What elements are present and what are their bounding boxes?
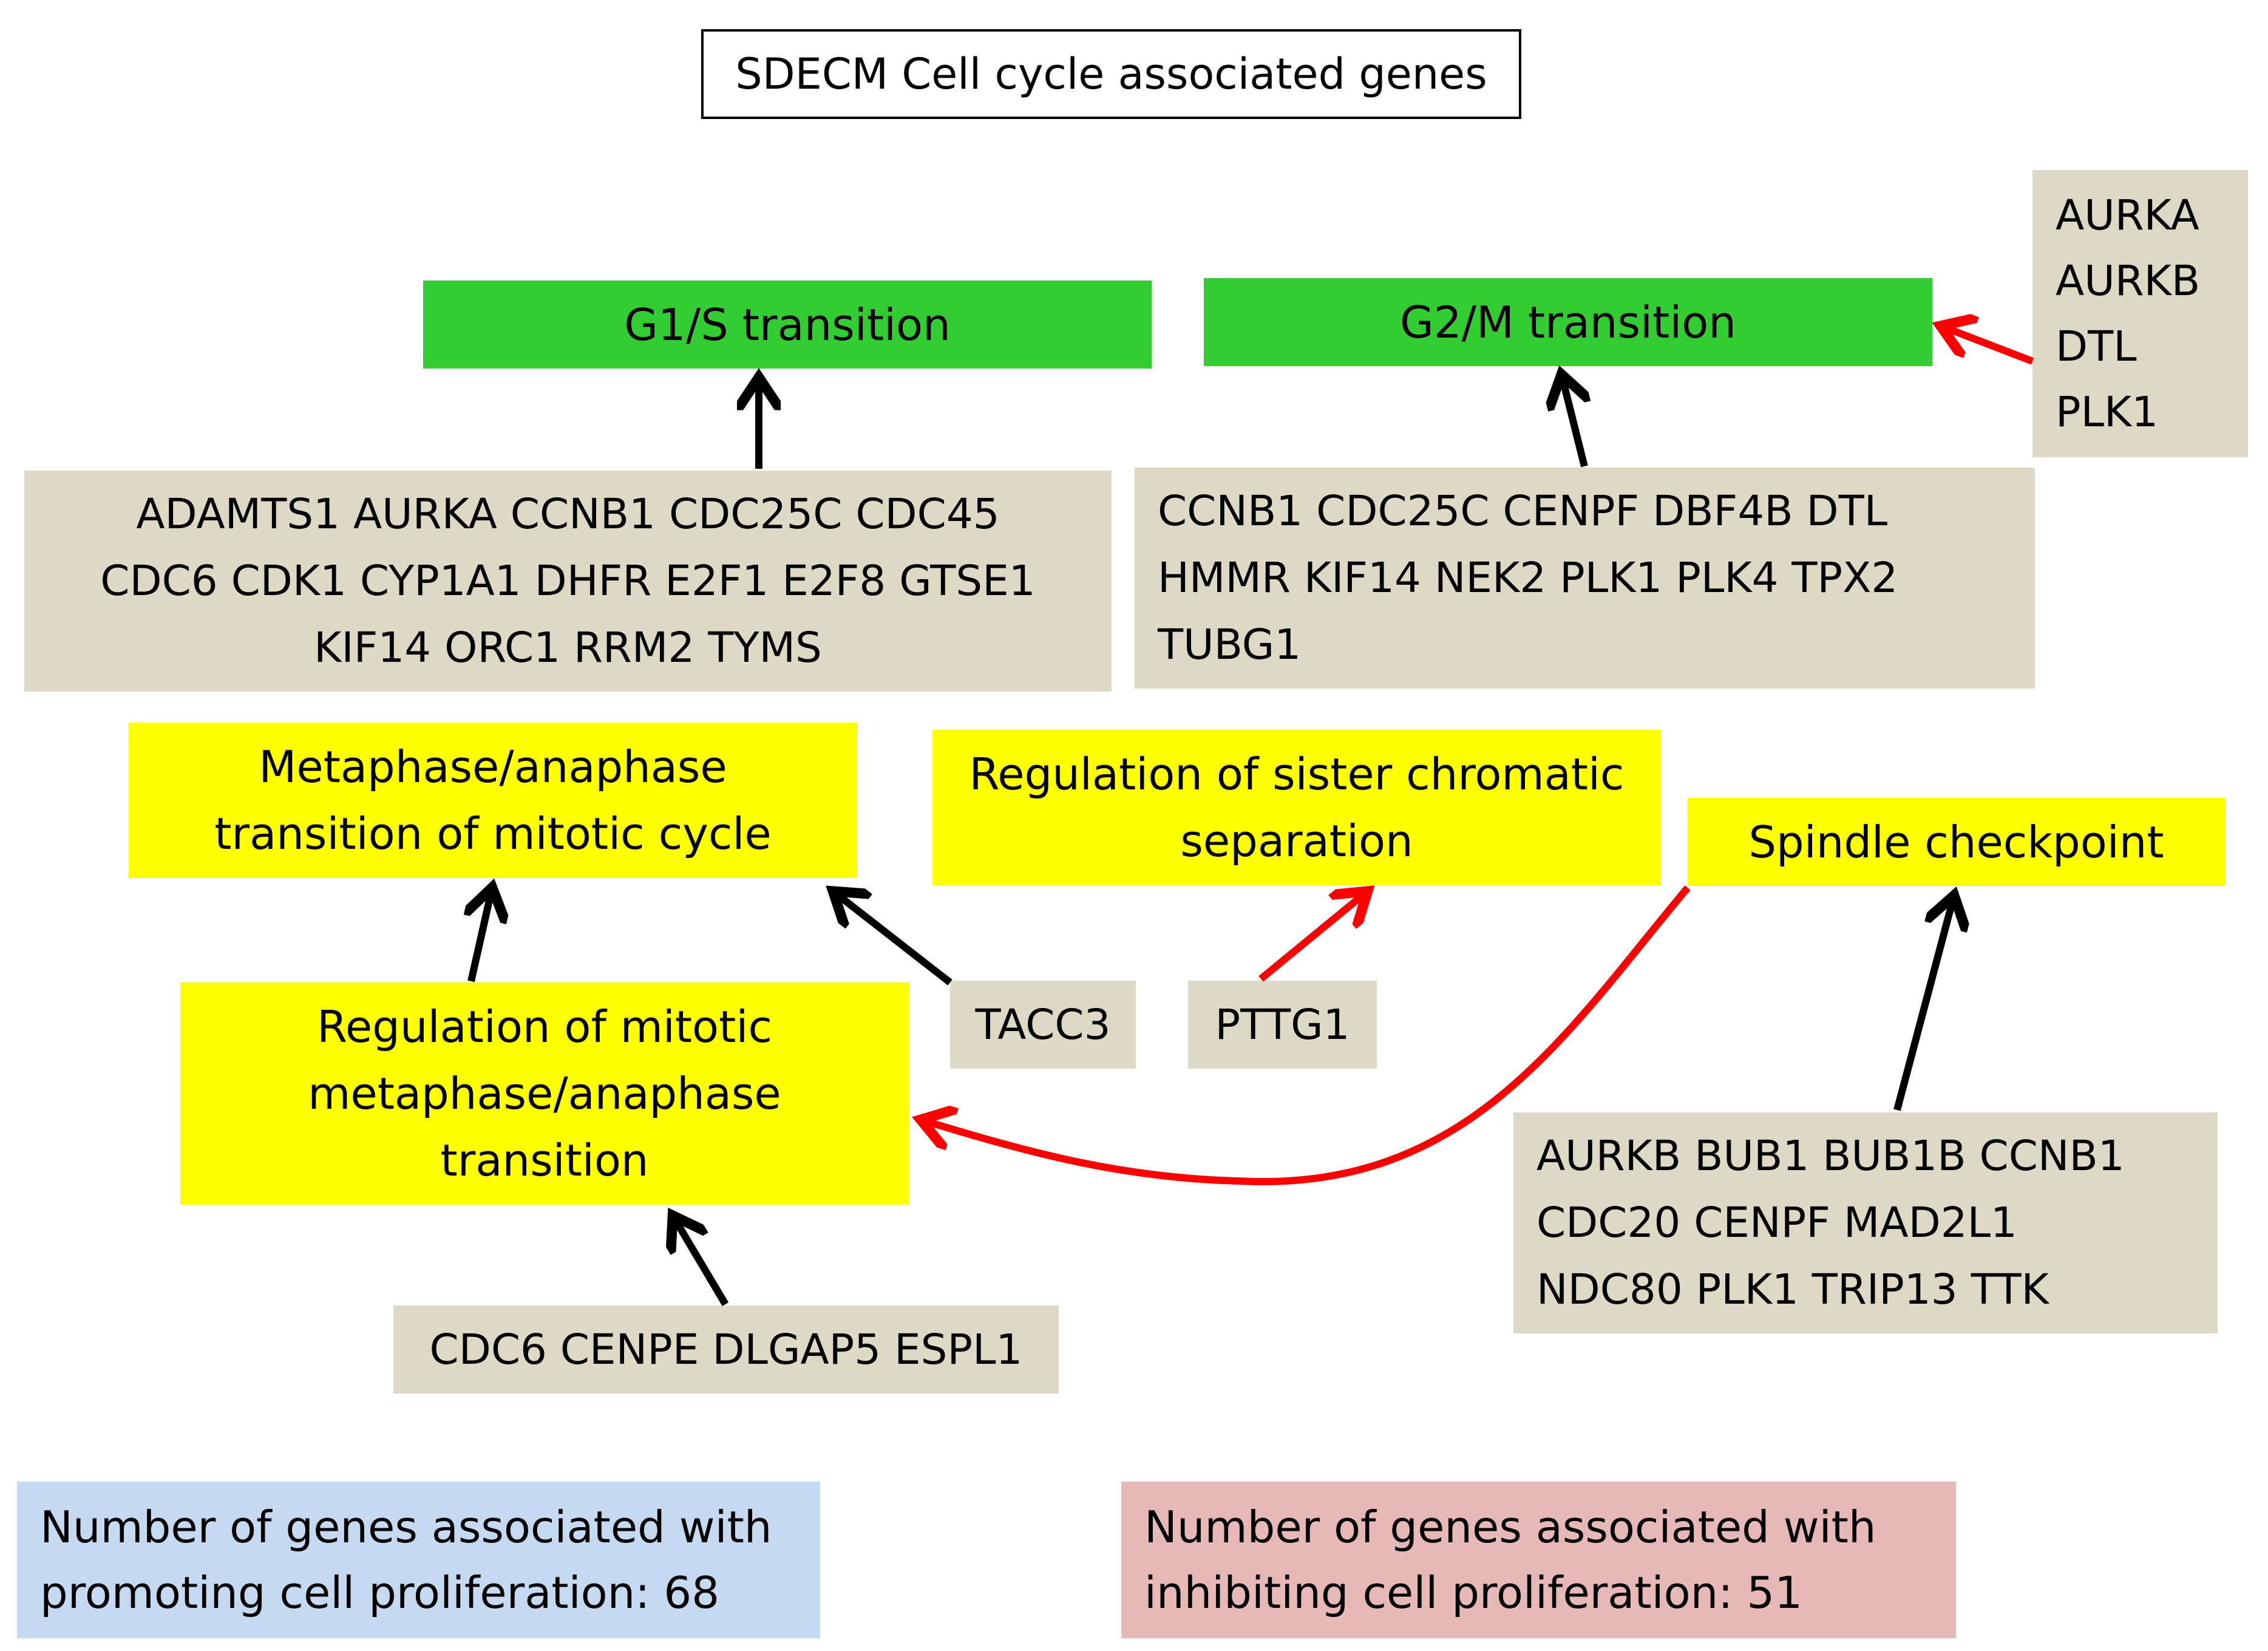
summary-promoting: Number of genes associated with promotin…	[17, 1482, 820, 1638]
process-g2m-transition: G2/M transition	[1204, 278, 1932, 366]
gene-label: DTL	[2056, 322, 2137, 371]
gene-line: CCNB1 CDC25C CENPF DBF4B DTL	[1158, 487, 1888, 536]
gene-box-g2m-inhibitors: AURKA AURKB DTL PLK1	[2032, 170, 2248, 457]
gene-label: PLK1	[2056, 387, 2159, 437]
gene-line: KIF14 ORC1 RRM2 TYMS	[314, 624, 822, 672]
gene-label: TACC3	[975, 1000, 1111, 1049]
gene-box-spindle: AURKB BUB1 BUB1B CCNB1 CDC20 CENPF MAD2L…	[1513, 1112, 2218, 1333]
gene-box-g1s: ADAMTS1 AURKA CCNB1 CDC25C CDC45 CDC6 CD…	[24, 471, 1112, 692]
process-line: transition	[440, 1135, 649, 1186]
arrow-regulation-to-metaphase	[471, 890, 492, 982]
arrow-pttg1-to-sister-chromatid	[1258, 893, 1366, 982]
gene-box-g2m: CCNB1 CDC25C CENPF DBF4B DTL HMMR KIF14 …	[1135, 468, 2035, 689]
arrow-spindle-to-regulation	[923, 885, 1691, 1186]
gene-line: NDC80 PLK1 TRIP13 TTK	[1536, 1265, 2049, 1314]
process-spindle-checkpoint: Spindle checkpoint	[1688, 798, 2225, 886]
process-g1s-label: G1/S transition	[624, 299, 951, 350]
process-line: Regulation of mitotic	[317, 1001, 772, 1052]
gene-label: PTTG1	[1215, 1000, 1350, 1049]
gene-box-regulation-mitotic: CDC6 CENPE DLGAP5 ESPL1	[393, 1305, 1059, 1394]
process-line: metaphase/anaphase	[308, 1068, 781, 1119]
process-line: separation	[1180, 815, 1413, 866]
process-sister-chromatid-separation: Regulation of sister chromatic separatio…	[932, 730, 1661, 885]
summary-line: promoting cell proliferation: 68	[40, 1567, 720, 1618]
diagram-title-text: SDECM Cell cycle associated genes	[735, 49, 1487, 99]
process-metaphase-anaphase: Metaphase/anaphase transition of mitotic…	[129, 723, 857, 878]
arrow-g2m-genes-to-g2m	[1562, 376, 1584, 468]
summary-line: Number of genes associated with	[40, 1502, 772, 1553]
process-g2m-label: G2/M transition	[1400, 296, 1736, 348]
gene-line: CDC20 CENPF MAD2L1	[1536, 1199, 2017, 1247]
process-line: Regulation of sister chromatic	[969, 749, 1625, 800]
process-spindle-label: Spindle checkpoint	[1748, 816, 2164, 868]
summary-inhibiting: Number of genes associated with inhibiti…	[1121, 1482, 1956, 1638]
gene-box-pttg1: PTTG1	[1188, 981, 1377, 1069]
gene-label: AURKA	[2056, 191, 2199, 240]
gene-line: CDC6 CDK1 CYP1A1 DHFR E2F1 E2F8 GTSE1	[100, 557, 1036, 605]
process-g1s-transition: G1/S transition	[423, 281, 1152, 369]
diagram-title: SDECM Cell cycle associated genes	[701, 29, 1521, 119]
gene-line: ADAMTS1 AURKA CCNB1 CDC25C CDC45	[136, 490, 1000, 539]
process-line: Metaphase/anaphase	[259, 741, 727, 792]
gene-line: AURKB BUB1 BUB1B CCNB1	[1536, 1132, 2125, 1180]
arrow-tacc3-to-metaphase	[835, 893, 952, 985]
summary-line: Number of genes associated with	[1144, 1502, 1876, 1553]
gene-line: HMMR KIF14 NEK2 PLK1 PLK4 TPX2	[1158, 554, 1898, 602]
gene-box-tacc3: TACC3	[950, 981, 1136, 1069]
gene-label: CDC6 CENPE DLGAP5 ESPL1	[429, 1325, 1023, 1374]
gene-label: AURKB	[2056, 256, 2201, 305]
process-line: transition of mitotic cycle	[214, 808, 772, 859]
arrow-inhibitors-to-g2m	[1943, 327, 2034, 365]
summary-line: inhibiting cell proliferation: 51	[1144, 1567, 1803, 1618]
arrow-spindle-genes-to-spindle	[1893, 897, 1954, 1111]
process-regulation-mitotic-transition: Regulation of mitotic metaphase/anaphase…	[180, 982, 909, 1205]
arrow-cdc6-genes-to-regulation	[674, 1217, 729, 1307]
gene-line: TUBG1	[1158, 621, 1302, 669]
